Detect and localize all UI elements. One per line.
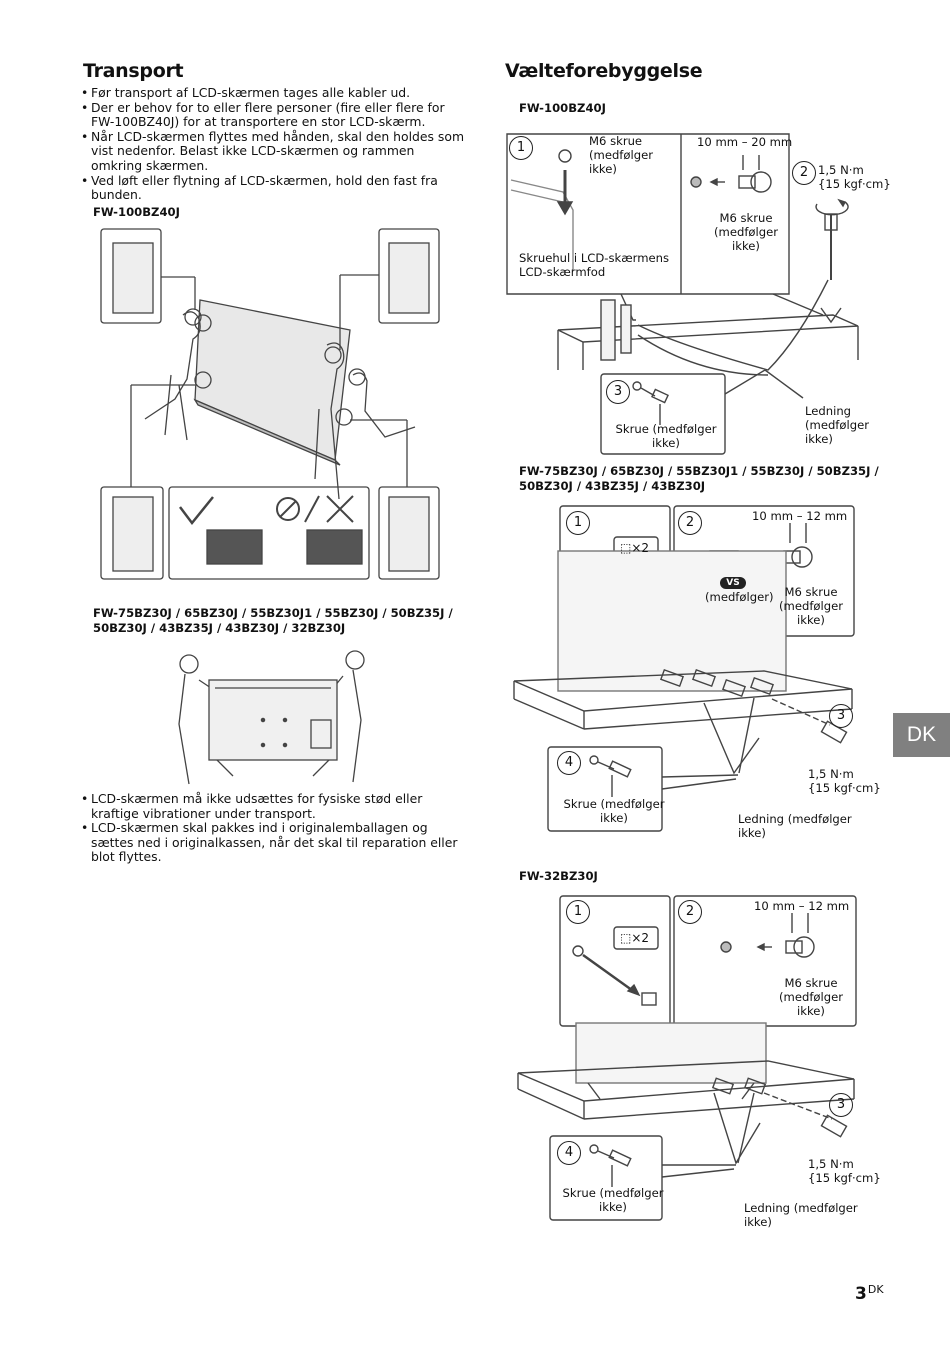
callout-top-right xyxy=(378,228,440,324)
callout-top-left xyxy=(100,228,162,324)
fig2-step2-badge: 2 xyxy=(678,511,702,535)
fig1-illustration xyxy=(506,133,859,455)
fig3-torque: 1,5 N·m {15 kgf·cm} xyxy=(808,1157,881,1185)
fig1-m6-screw-top: M6 skrue (medfølger ikke) xyxy=(589,134,653,176)
transport-bullets-after: LCD-skærmen må ikke udsættes for fysiske… xyxy=(81,791,466,865)
bullet-item: Der er behov for to eller flere personer… xyxy=(81,100,466,130)
language-tab: DK xyxy=(893,713,950,757)
fig3-m6-screw: M6 skrue (medfølger ikke) xyxy=(779,976,843,1018)
fig3-quantity: ⬚×2 xyxy=(620,931,650,945)
fig2-supplied: (medfølger) xyxy=(705,590,774,604)
prohibited-icon xyxy=(276,497,300,521)
fig1-step1-badge: 1 xyxy=(509,136,533,160)
fig2-illustration xyxy=(513,505,855,832)
fig1-screw-supplied: Skrue (medfølger ikke) xyxy=(615,422,717,450)
fig1-cord-label: Ledning (medfølger ikke) xyxy=(805,404,869,446)
screw-icon: ⬚ xyxy=(620,931,632,945)
transport-bullets: Før transport af LCD-skærmen tages alle … xyxy=(81,85,466,203)
fig1-step2-badge: 2 xyxy=(792,161,816,185)
fig2-step1-badge: 1 xyxy=(566,511,590,535)
callout-bottom-right xyxy=(378,486,440,580)
fig1-screw-hole-label: Skruehul i LCD-skærmens LCD-skærmfod xyxy=(519,251,670,279)
fig1-step3-panel xyxy=(600,373,726,455)
fig3-step1-badge: 1 xyxy=(566,900,590,924)
transport-title: Transport xyxy=(83,60,184,82)
fig2-model-label: FW-75BZ30J / 65BZ30J / 55BZ30J1 / 55BZ30… xyxy=(519,464,879,493)
fig2-quantity: ⬚×2 xyxy=(620,541,650,555)
fig2-step3-badge: 3 xyxy=(829,704,853,728)
fig1-torque: 1,5 N·m {15 kgf·cm} xyxy=(818,163,891,191)
model-label-large: FW-100BZ40J xyxy=(93,205,180,219)
fig2-screw-supplied: Skrue (medfølger ikke) xyxy=(563,797,665,825)
fig2-step4-badge: 4 xyxy=(557,751,581,775)
fig3-dimension: 10 mm – 12 mm xyxy=(754,899,850,913)
anti-tip-title: Vælteforebyggelse xyxy=(505,60,703,82)
fig2-torque: 1,5 N·m {15 kgf·cm} xyxy=(808,767,881,795)
bullet-item: Når LCD-skærmen flyttes med hånden, skal… xyxy=(81,129,466,174)
bullet-item: LCD-skærmen skal pakkes ind i originalem… xyxy=(81,820,466,865)
fig3-step4-badge: 4 xyxy=(557,1141,581,1165)
fig1-step3-badge: 3 xyxy=(606,380,630,404)
fig3-screw-supplied: Skrue (medfølger ikke) xyxy=(562,1186,664,1214)
fig2-m6-screw: M6 skrue (medfølger ikke) xyxy=(779,585,843,627)
model-label-other: FW-75BZ30J / 65BZ30J / 55BZ30J1 / 55BZ30… xyxy=(93,606,453,635)
screw-icon: ⬚ xyxy=(620,541,632,555)
fig3-step3-badge: 3 xyxy=(829,1093,853,1117)
fig3-illustration xyxy=(517,895,857,1221)
fig2-vs-badge: VS xyxy=(720,577,746,589)
fig1-model-label: FW-100BZ40J xyxy=(519,101,606,115)
fig2-dimension: 10 mm – 12 mm xyxy=(752,509,848,523)
do-dont-panel xyxy=(168,486,370,580)
fig3-model-label: FW-32BZ30J xyxy=(519,869,598,883)
fig3-cord-label: Ledning (medfølger ikke) xyxy=(744,1201,858,1229)
bullet-item: LCD-skærmen må ikke udsættes for fysiske… xyxy=(81,791,466,821)
fig2-cord-label: Ledning (medfølger ikke) xyxy=(738,812,852,840)
bullet-item: Ved løft eller flytning af LCD-skærmen, … xyxy=(81,173,466,203)
fig1-dimension: 10 mm – 20 mm xyxy=(697,135,793,149)
page-number: 3DK xyxy=(855,1283,884,1304)
bullet-item: Før transport af LCD-skærmen tages alle … xyxy=(81,85,466,101)
carry-tv-two-people-illustration xyxy=(178,650,365,785)
check-icon xyxy=(179,496,214,526)
fig1-panel xyxy=(506,133,790,295)
fig3-step2-badge: 2 xyxy=(678,900,702,924)
fig3-step4-panel xyxy=(549,1135,663,1221)
fig1-m6-screw-right: M6 skrue (medfølger ikke) xyxy=(714,211,778,253)
carry-large-tv-illustration xyxy=(100,228,440,580)
callout-bottom-left xyxy=(100,486,164,580)
